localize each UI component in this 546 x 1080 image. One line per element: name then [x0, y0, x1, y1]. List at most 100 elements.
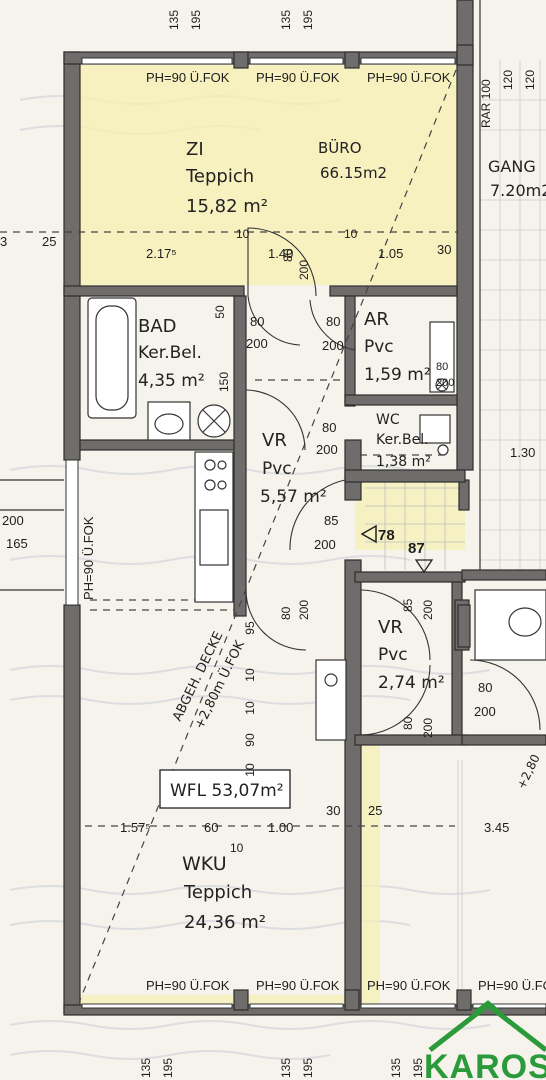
dim-10d: 10 — [243, 668, 257, 682]
door-8-height: 200 — [421, 600, 435, 620]
room-ar-floor: Pvc — [364, 337, 394, 357]
dim-bot-195c: 195 — [411, 1058, 425, 1078]
dim-g120a: 120 — [501, 70, 515, 90]
dim-10b: 10 — [344, 227, 358, 241]
dim-10a: 10 — [236, 227, 250, 241]
door-6-width: 85 — [324, 513, 338, 528]
door-9-width: 80 — [401, 716, 415, 730]
dim-2175: 2.17⁵ — [146, 246, 177, 261]
stair-hatching — [365, 480, 465, 570]
door-5-height: 200 — [436, 377, 454, 389]
dim-105: 1.05 — [378, 246, 403, 261]
door-1-width: 80 — [281, 248, 295, 262]
dim-top-195a: 195 — [189, 10, 203, 30]
dim-50: 50 — [213, 305, 227, 319]
window-labels: PH=90 Ü.FOK PH=90 Ü.FOK PH=90 Ü.FOK PH=9… — [81, 70, 546, 993]
dim-3: 3 — [0, 234, 7, 249]
room-vr1-floor: Pvc — [262, 459, 292, 479]
room-buro-area: 66.15m2 — [320, 164, 387, 182]
room-wku-name: WKU — [182, 853, 227, 875]
ceiling-note-right: +2,80 — [514, 752, 543, 791]
dim-130: 1.30 — [510, 445, 535, 460]
corridor-grid — [457, 60, 546, 1000]
marker-arrow-icon — [360, 524, 377, 544]
dim-10c: 10 — [230, 841, 244, 855]
room-bad-name: BAD — [138, 316, 177, 337]
dim-bot-135c: 135 — [389, 1058, 403, 1078]
dim-top-135a: 135 — [167, 10, 181, 30]
room-wku-area: 24,36 m² — [184, 912, 266, 933]
room-wc-floor: Ker.Bel. — [376, 432, 429, 448]
room-vr1-area: 5,57 m² — [260, 487, 327, 507]
dim-1575: 1.57⁵ — [120, 820, 151, 835]
room-gang-area: 7.20m2 — [490, 181, 546, 200]
door-9-height: 200 — [421, 718, 435, 738]
dim-345: 3.45 — [484, 820, 509, 835]
background-scan-marks — [9, 95, 491, 1060]
window-label-top2: PH=90 Ü.FOK — [256, 70, 340, 85]
door-10-width: 80 — [478, 680, 492, 695]
dim-25b: 25 — [368, 803, 382, 818]
room-gang-name: GANG — [488, 157, 536, 176]
room-ar-area: 1,59 m² — [364, 365, 431, 385]
window-label-bottom3: PH=90 Ü.FOK — [367, 978, 451, 993]
door-3-height: 200 — [322, 338, 344, 353]
dim-bot-195b: 195 — [301, 1058, 315, 1078]
room-zi-floor: Teppich — [185, 166, 254, 187]
dim-150: 150 — [217, 372, 231, 392]
door-4-height: 200 — [316, 442, 338, 457]
door-5-width: 80 — [436, 361, 448, 373]
room-bad-floor: Ker.Bel. — [138, 343, 202, 363]
stair-markers: 78 87 — [360, 524, 434, 574]
wfl-total: WFL 53,07m² — [170, 781, 284, 801]
door-1-height: 200 — [297, 260, 311, 280]
dim-g120b: 120 — [523, 70, 537, 90]
room-wku-floor: Teppich — [183, 882, 252, 903]
room-zi-name: ZI — [186, 139, 204, 160]
door-10-height: 200 — [474, 704, 496, 719]
dim-25: 25 — [42, 234, 56, 249]
door-8-width: 85 — [401, 598, 415, 612]
wfl-box — [159, 769, 291, 809]
room-bad-area: 4,35 m² — [138, 371, 205, 391]
door-3-width: 80 — [326, 314, 340, 329]
room-vr2-name: VR — [378, 617, 403, 638]
dim-90: 90 — [243, 733, 257, 747]
window-label-bottom1: PH=90 Ü.FOK — [146, 978, 230, 993]
room-highlights — [80, 65, 465, 1013]
cabinet-icon — [315, 659, 347, 741]
dim-200: 200 — [2, 513, 24, 528]
room-labels: ZI Teppich 15,82 m² BÜRO 66.15m2 GANG 7.… — [138, 138, 546, 933]
karos-brand-text: KAROS — [424, 1048, 546, 1080]
dim-10e: 10 — [243, 701, 257, 715]
door-labels: 80 200 80 200 80 200 80 200 80 200 85 20… — [246, 248, 496, 738]
dimension-texts: 135 195 135 195 135 195 135 195 135 195 … — [0, 10, 537, 1078]
door-6-height: 200 — [314, 537, 336, 552]
window-label-bottom2: PH=90 Ü.FOK — [256, 978, 340, 993]
dim-140: 1.40 — [268, 246, 293, 261]
dim-165: 165 — [6, 536, 28, 551]
room-vr1-name: VR — [262, 430, 287, 451]
dim-bot-135b: 135 — [279, 1058, 293, 1078]
room-buro-name: BÜRO — [318, 138, 362, 157]
toilet-icon — [419, 414, 451, 444]
dim-bot-195a: 195 — [161, 1058, 175, 1078]
door-swings — [245, 227, 541, 736]
dim-30b: 30 — [326, 803, 340, 818]
window-label-left: PH=90 Ü.FOK — [81, 516, 96, 600]
windows — [65, 57, 546, 1009]
dim-95: 95 — [243, 621, 257, 635]
marker-78: 78 — [378, 527, 395, 544]
room-vr2-floor: Pvc — [378, 645, 408, 665]
dim-top-135b: 135 — [279, 10, 293, 30]
door-7-width: 80 — [279, 606, 293, 620]
room-zi-area: 15,82 m² — [186, 196, 268, 217]
dim-30a: 30 — [437, 242, 451, 257]
dim-100: 1.00 — [268, 820, 293, 835]
room-vr2-area: 2,74 m² — [378, 673, 445, 693]
room-ar-name: AR — [364, 309, 389, 330]
karos-logo — [428, 1000, 546, 1052]
marker-down-icon — [414, 559, 434, 574]
